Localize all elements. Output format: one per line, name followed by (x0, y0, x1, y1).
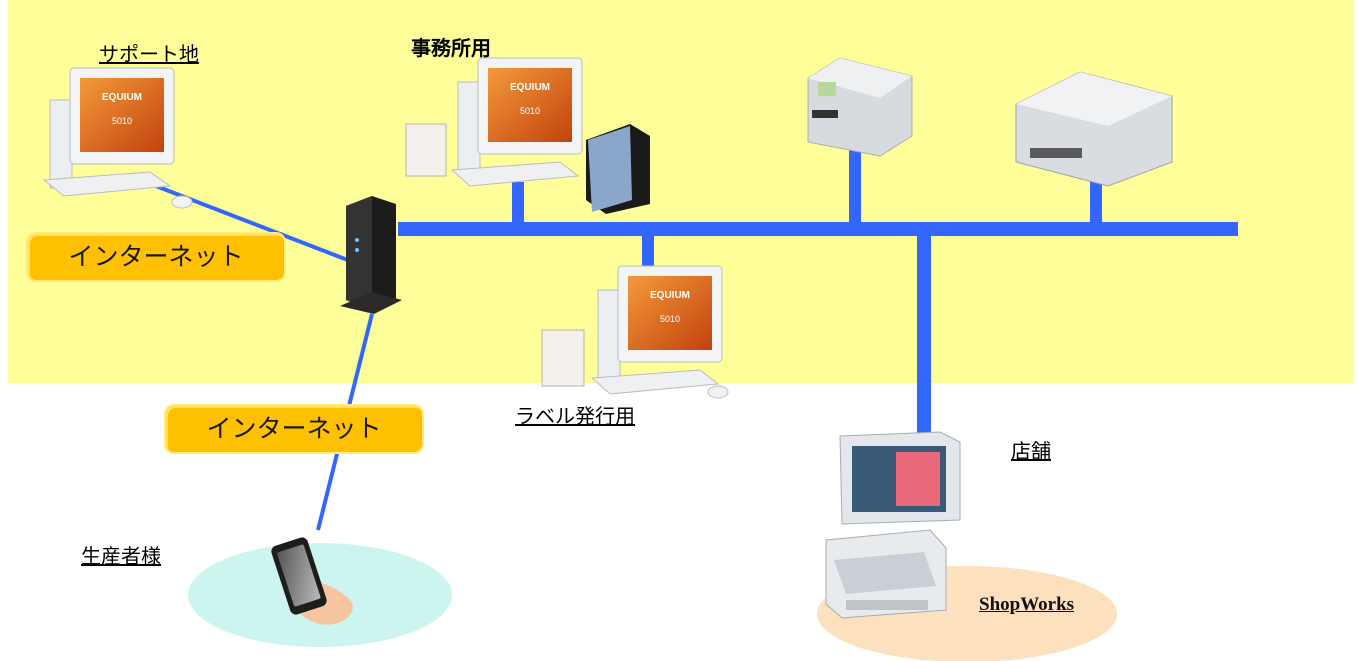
svg-text:EQUIUM: EQUIUM (510, 82, 550, 93)
label-printing-label: ラベル発行用 (515, 404, 635, 428)
shopworks-label: ShopWorks (979, 594, 1075, 615)
office-label: 事務所用 (411, 36, 491, 60)
laser-printer-icon (1015, 71, 1173, 187)
svg-text:5010: 5010 (112, 116, 132, 126)
internet-link-support (129, 174, 359, 266)
ups-icon (405, 123, 447, 177)
svg-text:5010: 5010 (520, 106, 540, 116)
desktop-pc-icon: EQUIUM 5010 (405, 57, 650, 214)
producer-label: 生産者様 (81, 544, 161, 568)
store-label: 店舗 (1011, 439, 1051, 463)
ups-icon (541, 329, 585, 387)
desktop-pc-icon: EQUIUM 5010 (541, 265, 729, 399)
internet-badge: インターネット (164, 404, 424, 454)
pos-terminal-icon (825, 431, 961, 619)
desktop-pc-icon: EQUIUM 5010 (42, 67, 193, 209)
svg-text:5010: 5010 (660, 314, 680, 324)
smartphone-hand-icon (271, 537, 353, 625)
router-icon (340, 196, 402, 314)
internet-badge: インターネット (26, 232, 286, 282)
svg-text:EQUIUM: EQUIUM (650, 290, 690, 301)
label-printer-icon (807, 57, 913, 157)
external-drive-icon (586, 124, 650, 214)
support-site-label: サポート地 (99, 42, 199, 66)
svg-text:EQUIUM: EQUIUM (102, 92, 142, 103)
